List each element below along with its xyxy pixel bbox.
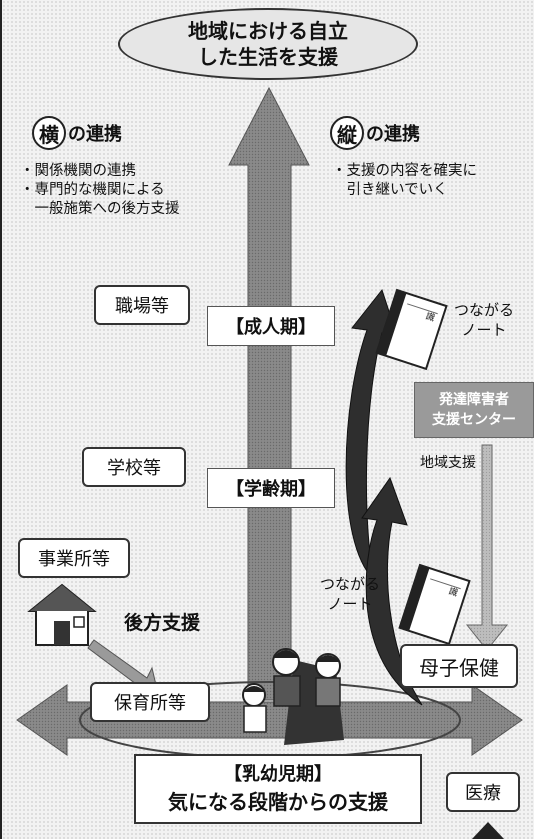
adult-stage-label: 【成人期】 — [207, 306, 335, 346]
infant-stage-box: 【乳幼児期】 気になる段階からの支援 — [134, 754, 422, 824]
infant-stage-subtitle: 気になる段階からの支援 — [168, 790, 388, 814]
vertical-heading: 縦 の連携 — [330, 116, 420, 150]
support-center-box: 発達障害者 支援センター — [414, 382, 534, 438]
school-box: 学校等 — [82, 447, 186, 487]
horizontal-items: ・関係機関の連携 ・専門的な機関による 一般施策への後方支援 — [20, 162, 180, 219]
support-center-line1: 発達障害者 — [439, 392, 509, 408]
vertical-item: 引き継いでいく — [332, 182, 448, 198]
curved-arrow-to-school — [361, 476, 423, 706]
vertical-kanji: 縦 — [330, 116, 364, 150]
horizontal-item: ・専門的な機関による — [20, 182, 165, 198]
horizontal-item: ・関係機関の連携 — [20, 163, 136, 179]
house-icon — [27, 583, 97, 646]
regional-support-label: 地域支援 — [420, 455, 476, 471]
notebook-label-top-line1: つながる — [454, 301, 515, 319]
corner-arrowhead — [472, 822, 504, 839]
notebook-label-top-line2: ノート — [461, 321, 507, 339]
notebook-label-bottom-line2: ノート — [327, 595, 373, 613]
notebook-label-bottom-line1: つながる — [320, 575, 381, 593]
horizontal-kanji: 横 — [32, 116, 66, 150]
curved-arrow-to-adult — [345, 288, 398, 582]
infant-stage-label: 【乳幼児期】 — [224, 764, 332, 785]
goal-line2: した生活を支援 — [198, 45, 338, 69]
support-center-line2: 支援センター — [432, 412, 516, 428]
goal-line1: 地域における自立 — [188, 19, 348, 43]
horizontal-heading: 横 の連携 — [32, 116, 122, 150]
children-icon — [242, 648, 344, 745]
notebook-top — [375, 288, 448, 371]
vertical-item: ・支援の内容を確実に — [332, 163, 477, 179]
medical-box: 医療 — [446, 772, 520, 812]
main-up-arrow — [228, 86, 310, 701]
goal-ellipse: 地域における自立 した生活を支援 — [118, 8, 418, 80]
notebook-bottom — [398, 563, 471, 646]
nursery-box: 保育所等 — [90, 682, 210, 722]
school-stage-label: 【学齢期】 — [207, 468, 335, 508]
notebook-label-bottom: つながる ノート — [320, 574, 380, 614]
support-center-down-arrow — [465, 444, 509, 651]
notebook-label-top: つながる ノート — [454, 300, 514, 340]
vertical-items: ・支援の内容を確実に 引き継いでいく — [332, 162, 477, 200]
horizontal-suffix: の連携 — [68, 124, 122, 145]
workplace-box: 職場等 — [94, 285, 190, 325]
backup-support-label: 後方支援 — [124, 612, 201, 634]
horizontal-item: 一般施策への後方支援 — [20, 201, 180, 217]
maternal-health-box: 母子保健 — [400, 644, 518, 688]
office-box: 事業所等 — [18, 538, 130, 578]
vertical-suffix: の連携 — [366, 124, 420, 145]
